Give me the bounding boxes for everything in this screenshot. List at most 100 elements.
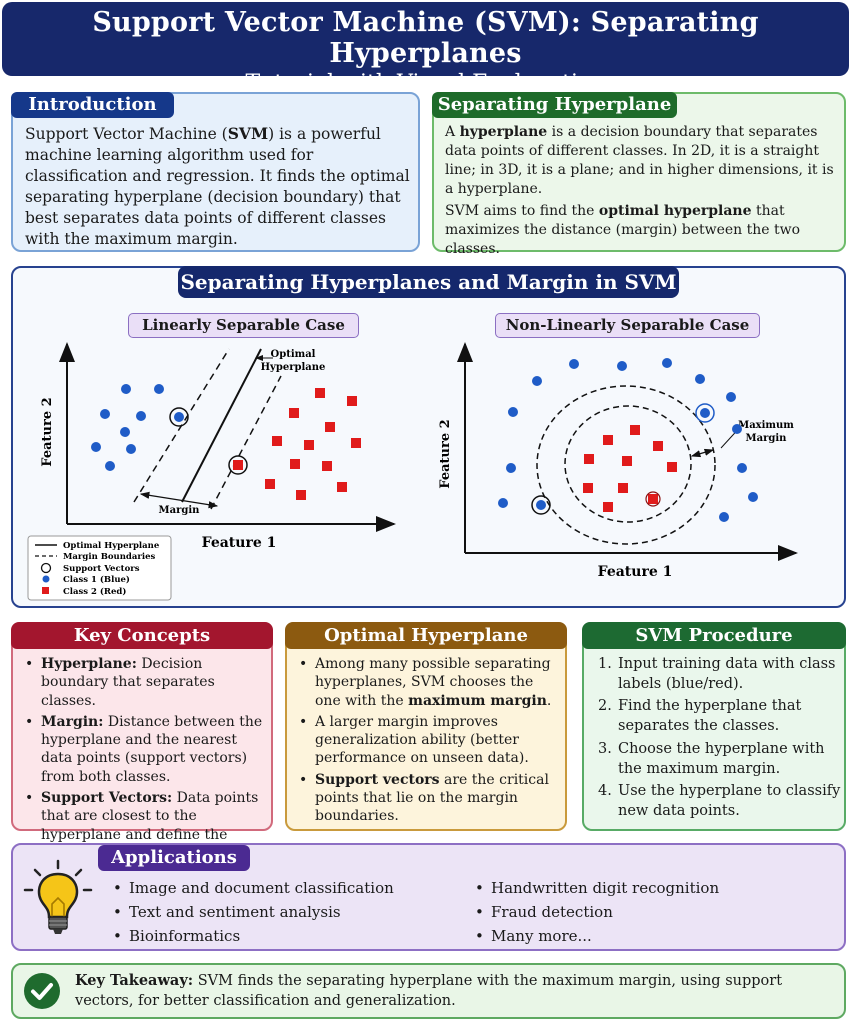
legend-item: Support Vectors: [63, 564, 140, 574]
introduction-text-post: ) is a powerful machine learning algorit…: [25, 125, 410, 248]
procedure-step: 2. Find the hyperplane that separates the…: [590, 697, 842, 736]
svm-diagram: Feature 2 Feature 1 Optimal Hyperplane M…: [27, 342, 798, 601]
lightbulb-icon: [23, 859, 93, 934]
procedure-step-text: Choose the hyperplane with the maximum m…: [618, 740, 825, 777]
linear-x-label: Feature 1: [202, 535, 277, 551]
procedure-step: 3.Choose the hyperplane with the maximum…: [590, 740, 842, 779]
linear-class1-points: [91, 384, 184, 471]
procedure-step-text: Use the hyperplane to classify new data …: [618, 783, 841, 819]
key-concept-item: Margin: Distance between the hyperplane …: [18, 713, 268, 786]
separating-hyperplane-card: [432, 92, 846, 252]
class1-support-point: [536, 500, 546, 510]
application-item: Fraud detection: [468, 902, 798, 923]
svm-procedure-list: 1.Input training data with class labels …: [590, 655, 842, 825]
class2-point: [272, 436, 282, 446]
class2-point: [289, 408, 299, 418]
oh-item3-bold: Support vectors: [315, 771, 440, 788]
class1-point: [498, 498, 508, 508]
optimal-hyperplane-item: A larger margin improves generalization …: [292, 713, 562, 768]
procedure-step-number: 4.: [598, 783, 612, 800]
class2-support-point: [648, 494, 658, 504]
class2-point: [265, 479, 275, 489]
separating-hyperplane-text: A hyperplane is a decision boundary that…: [445, 123, 843, 259]
class2-point: [630, 425, 640, 435]
class1-support-point: [700, 408, 710, 418]
class2-point: [618, 483, 628, 493]
class1-point: [532, 376, 542, 386]
class1-point: [695, 374, 705, 384]
hyperplane-label-line2: Hyperplane: [261, 362, 326, 373]
separating-hyperplane-paragraph-1: A hyperplane is a decision boundary that…: [445, 123, 843, 199]
application-item: Image and document classification: [106, 878, 436, 899]
optimal-hyperplane-list: Among many possible separating hyperplan…: [292, 655, 562, 829]
class2-point: [603, 502, 613, 512]
margin-label: Margin: [159, 505, 201, 516]
optimal-hyperplane-heading: Optimal Hyperplane: [285, 622, 567, 649]
class2-point: [304, 440, 314, 450]
introduction-text-bold: SVM: [227, 124, 269, 143]
checkmark-icon: [24, 973, 60, 1009]
procedure-step-text: Find the hyperplane that separates the c…: [618, 698, 802, 735]
support-vector-ring: [645, 491, 661, 507]
sh-p2-post: that maximizes the distance (margin) bet…: [445, 203, 801, 257]
class1-point: [737, 463, 747, 473]
key-takeaway-text: Key Takeaway: SVM finds the separating h…: [75, 971, 840, 1011]
legend-ring-icon: [40, 562, 52, 574]
legend-item: Optimal Hyperplane: [63, 541, 160, 551]
support-vector-ring: [531, 495, 551, 515]
linear-margin-boundary-right: [210, 375, 282, 510]
max-margin-arrow: [690, 448, 715, 458]
support-vector-ring: [169, 407, 189, 427]
class1-point: [569, 359, 579, 369]
procedure-step-number: 2.: [598, 698, 612, 715]
class1-point: [100, 409, 110, 419]
oh-item1-bold: maximum margin: [408, 692, 547, 709]
diagram-heading: Separating Hyperplanes and Margin in SVM: [178, 266, 679, 298]
legend-box: [27, 535, 172, 601]
applications-column-2: Handwritten digit recognition Fraud dete…: [468, 878, 798, 950]
nonlinear-y-label: Feature 2: [438, 419, 453, 488]
class2-point: [337, 482, 347, 492]
oh-item3-post: are the critical points that lie on the …: [315, 771, 549, 825]
class2-support-point: [233, 460, 243, 470]
class1-point: [120, 427, 130, 437]
procedure-step-number: 1.: [598, 656, 612, 672]
legend-red-square-icon: [42, 587, 49, 594]
class2-point: [584, 454, 594, 464]
support-vector-ring: [695, 403, 715, 423]
key-concept-desc: Decision boundary that separates classes…: [41, 656, 215, 709]
max-margin-label-line2: Margin: [746, 433, 788, 444]
sh-p1-bold: hyperplane: [459, 124, 548, 140]
svm-procedure-card: [582, 622, 846, 831]
applications-heading: Applications: [98, 845, 250, 871]
nonlinear-class1-points: [498, 358, 758, 522]
class2-point: [296, 490, 306, 500]
applications-column-1: Image and document classification Text a…: [106, 878, 436, 950]
class1-point: [726, 392, 736, 402]
class1-point: [136, 411, 146, 421]
nonlinear-case-plot: Feature 2 Feature 1 Maximum Margin: [438, 342, 798, 580]
nonlinear-x-label: Feature 1: [598, 564, 673, 580]
application-item: Many more...: [468, 926, 798, 947]
nonlinear-outer-margin: [536, 385, 716, 545]
class1-point: [121, 384, 131, 394]
key-concept-item: Hyperplane: Decision boundary that separ…: [18, 655, 268, 710]
introduction-heading: Introduction: [11, 92, 174, 118]
procedure-step: 4. Use the hyperplane to classify new dat…: [590, 782, 842, 821]
introduction-text: Support Vector Machine (SVM) is a powerf…: [25, 123, 413, 250]
max-margin-label-line1: Maximum: [738, 420, 794, 431]
class2-point: [347, 396, 357, 406]
legend: Optimal Hyperplane Margin Boundaries Sup…: [27, 535, 172, 601]
class2-point: [583, 483, 593, 493]
linear-case-tab: Linearly Separable Case: [128, 313, 359, 338]
class1-point: [91, 442, 101, 452]
linear-class2-points: [233, 388, 361, 500]
page-subtitle: Tutorial with Visual Explanation: [245, 71, 606, 96]
procedure-step: 1.Input training data with class labels …: [590, 655, 842, 694]
key-concept-term: Margin:: [41, 713, 104, 730]
class2-point: [315, 388, 325, 398]
legend-item: Class 2 (Red): [63, 586, 126, 597]
svm-procedure-heading: SVM Procedure: [582, 622, 846, 649]
class2-point: [322, 461, 332, 471]
optimal-hyperplane-item: Support vectors are the critical points …: [292, 771, 562, 826]
